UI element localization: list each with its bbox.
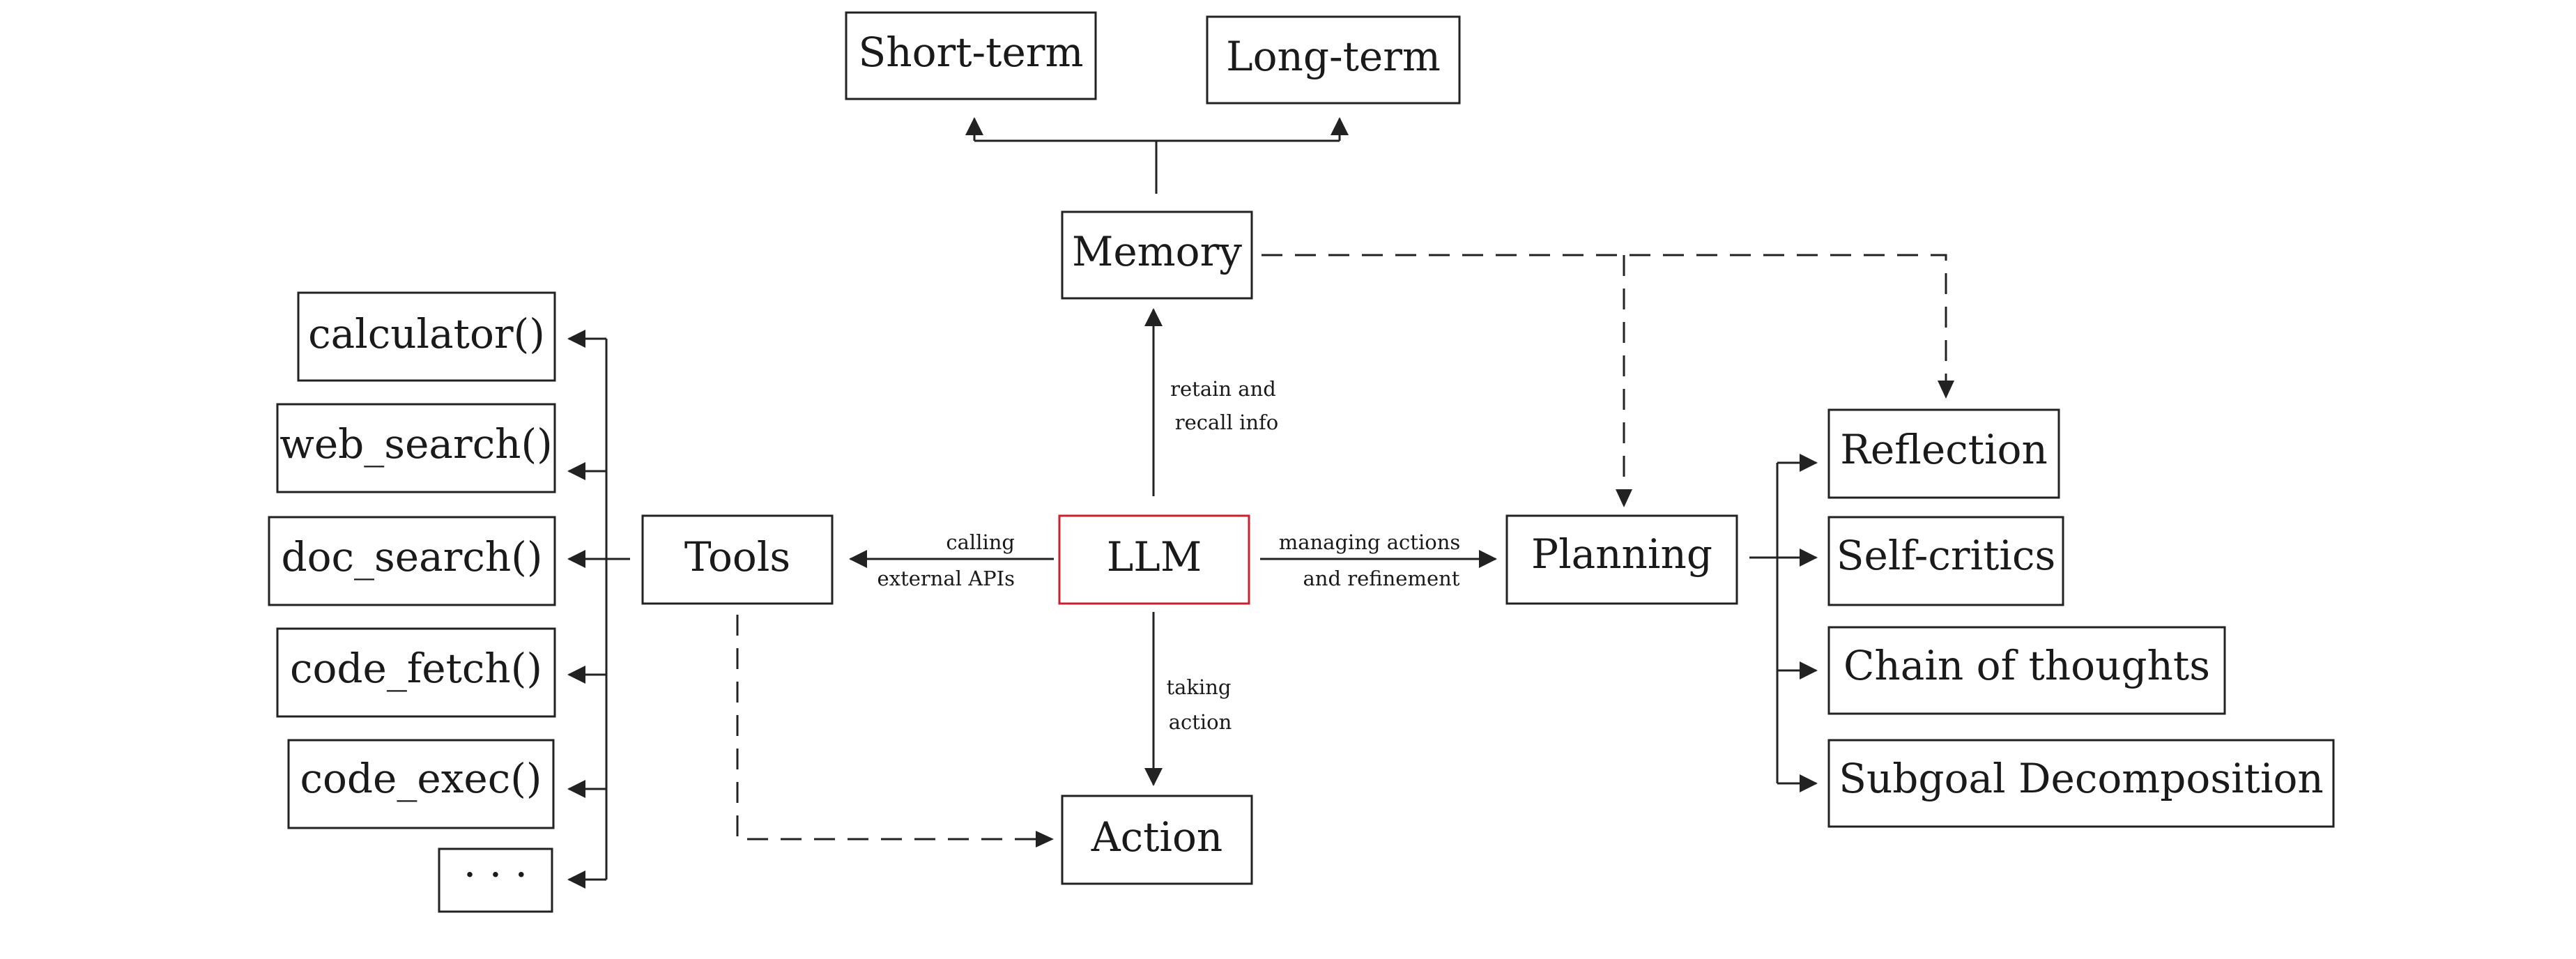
memory-dashed-connector bbox=[1262, 254, 1954, 507]
llm-to-action-edge: taking action bbox=[1144, 612, 1232, 786]
memory-edge-label-2: recall info bbox=[1175, 411, 1278, 434]
llm-to-tools-edge: calling external APIs bbox=[849, 530, 1054, 590]
short-term-memory-box: Short-term bbox=[845, 11, 1097, 100]
chain-of-thoughts-box: Chain of thoughts bbox=[1827, 626, 2226, 715]
tool-calculator: calculator() bbox=[297, 291, 556, 382]
tool-calculator-label: calculator() bbox=[308, 310, 545, 358]
tools-edge-label-1: calling bbox=[946, 530, 1015, 554]
tool-more: · · · bbox=[438, 847, 553, 913]
memory-edge-label-1: retain and bbox=[1170, 377, 1276, 401]
tool-doc-search-label: doc_search() bbox=[281, 533, 542, 581]
subgoal-decomposition-box: Subgoal Decomposition bbox=[1827, 739, 2335, 828]
self-critics-label: Self-critics bbox=[1837, 532, 2055, 579]
planning-edge-label-1: managing actions bbox=[1279, 530, 1461, 554]
long-term-memory-box: Long-term bbox=[1206, 15, 1461, 105]
tool-code-exec-label: code_exec() bbox=[300, 755, 542, 802]
tool-web-search: web_search() bbox=[276, 403, 556, 493]
long-term-label: Long-term bbox=[1226, 33, 1441, 80]
tools-to-action-dashed-edge bbox=[736, 615, 1054, 847]
action-edge-label-2: action bbox=[1169, 710, 1232, 734]
memory-label: Memory bbox=[1072, 228, 1242, 275]
subgoal-decomposition-label: Subgoal Decomposition bbox=[1839, 755, 2324, 802]
tools-label: Tools bbox=[684, 533, 790, 581]
tools-edge-label-2: external APIs bbox=[877, 567, 1015, 590]
action-edge-label-1: taking bbox=[1166, 675, 1231, 699]
tools-list-bracket bbox=[567, 330, 630, 889]
planning-edge-label-2: and refinement bbox=[1303, 567, 1460, 590]
reflection-box: Reflection bbox=[1827, 408, 2060, 499]
planning-box: Planning bbox=[1505, 514, 1738, 605]
chain-of-thoughts-label: Chain of thoughts bbox=[1843, 642, 2210, 689]
tool-code-fetch: code_fetch() bbox=[276, 627, 556, 718]
self-critics-box: Self-critics bbox=[1827, 516, 2064, 606]
tool-web-search-label: web_search() bbox=[279, 420, 553, 468]
llm-box: LLM bbox=[1058, 514, 1250, 605]
planning-label: Planning bbox=[1531, 530, 1712, 578]
llm-to-memory-edge: retain and recall info bbox=[1144, 308, 1278, 496]
tools-box: Tools bbox=[641, 514, 834, 605]
action-box: Action bbox=[1061, 795, 1253, 885]
planning-list-bracket bbox=[1749, 454, 1818, 792]
tool-more-label: · · · bbox=[463, 851, 528, 898]
tool-doc-search: doc_search() bbox=[268, 516, 556, 606]
llm-label: LLM bbox=[1107, 533, 1202, 581]
llm-to-planning-edge: managing actions and refinement bbox=[1260, 530, 1497, 590]
memory-box: Memory bbox=[1061, 210, 1253, 300]
tool-code-fetch-label: code_fetch() bbox=[290, 645, 542, 692]
short-term-label: Short-term bbox=[859, 29, 1084, 76]
reflection-label: Reflection bbox=[1840, 426, 2048, 473]
action-label: Action bbox=[1091, 813, 1223, 861]
tool-code-exec: code_exec() bbox=[287, 739, 555, 829]
memory-split-connector bbox=[965, 117, 1349, 194]
